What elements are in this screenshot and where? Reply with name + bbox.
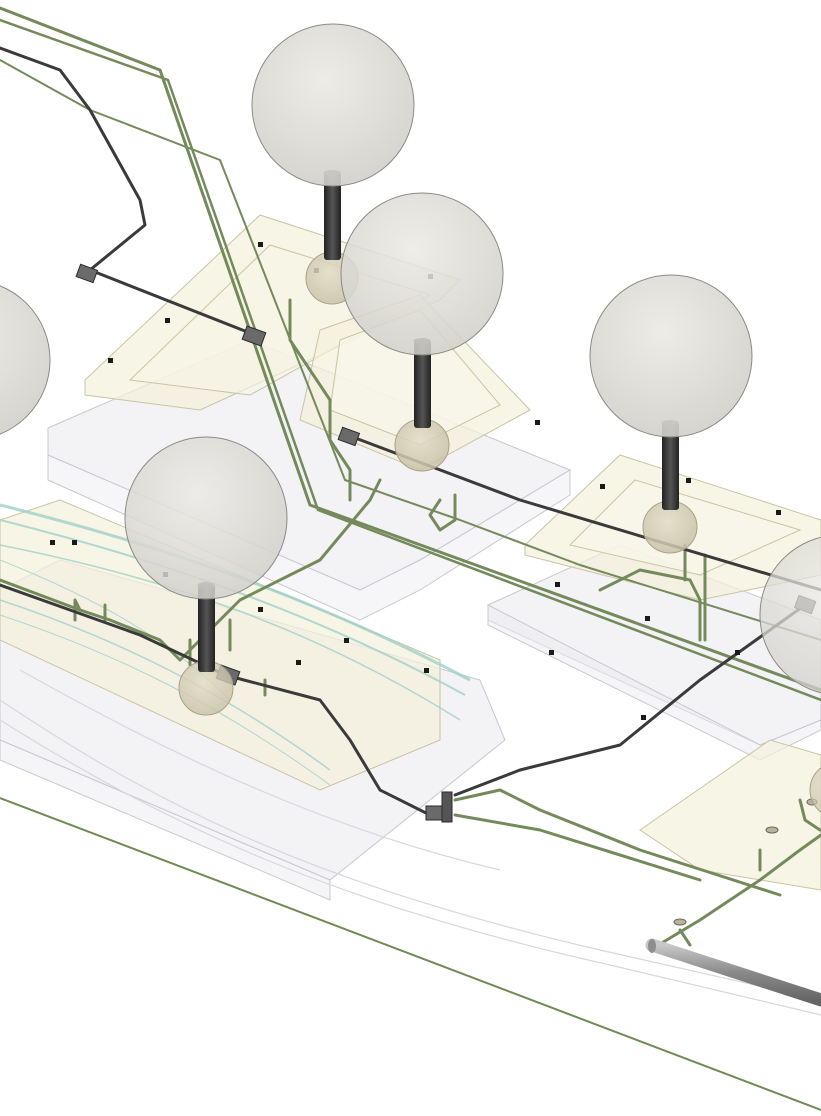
junction-box-icon [75,263,99,284]
tree-6 [759,536,821,694]
grey-pipe-4 [0,583,432,817]
tree-7 [809,767,821,813]
tree-5 [124,436,288,716]
green-main-run-1 [0,6,821,692]
trunk [662,422,679,510]
slab-right-side [487,604,821,761]
slab-lower-front [0,739,331,901]
junction-box-icon [241,325,267,347]
sprinkler-head-icon [673,918,687,926]
tree-3 [0,285,51,435]
planter-d [639,739,821,891]
green-main-run-2 [0,18,821,702]
main-pipe [645,938,821,1007]
planter-e [0,499,441,791]
tree-canopy-icon [809,767,821,813]
sprinkler-head-icon [765,826,779,834]
trunk [414,340,431,428]
tree-canopy-icon [251,23,415,187]
tree-canopy-icon [124,436,288,600]
tree-1 [251,23,415,305]
green-pipes [0,6,821,952]
tree-canopy-icon [340,192,504,356]
tree-canopy-icon [759,536,821,694]
valve-icon [425,791,453,823]
ground-lines [0,669,821,1016]
trunk [198,584,215,672]
tree-2 [340,192,504,472]
tree-canopy-icon [589,274,753,438]
tree-canopy-icon [0,285,51,435]
boundary-line [0,797,821,1111]
tree-4 [589,274,753,554]
trunk [324,172,341,260]
sprinkler-heads [673,798,818,926]
junction-box-icon [337,426,361,447]
